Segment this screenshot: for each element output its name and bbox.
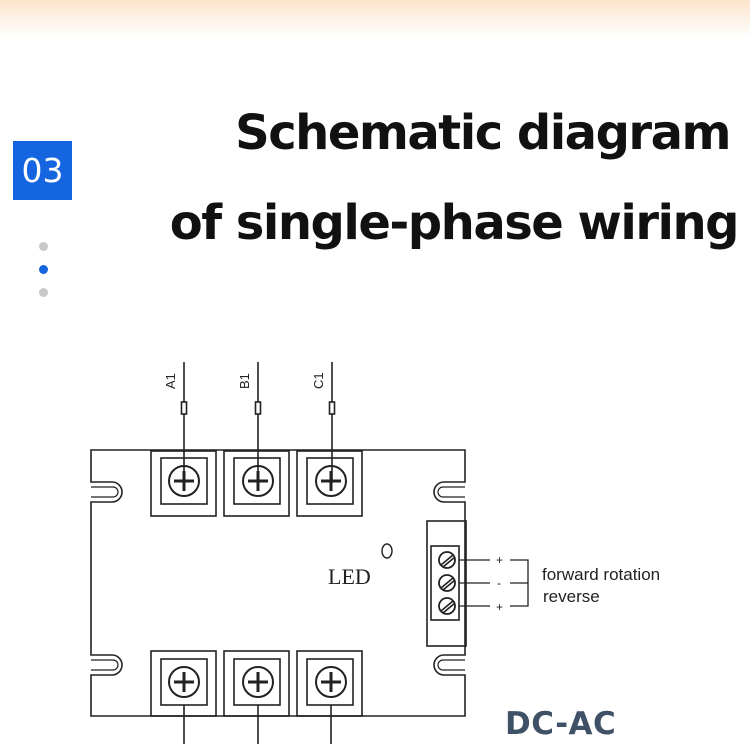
lead-ferrule-a1 — [180, 401, 188, 415]
control-screw-1 — [438, 551, 456, 569]
terminal-top-a1 — [150, 450, 217, 517]
terminal-bottom-b2 — [223, 650, 290, 744]
mount-slot-inner — [91, 486, 119, 498]
terminal-label-b1: B1 — [237, 373, 252, 389]
mount-slot-inner — [91, 659, 119, 671]
control-screw-2 — [438, 574, 456, 592]
control-pin-3-label: + — [496, 600, 503, 614]
relay-body — [90, 449, 466, 717]
dc-ac-type-label: DC-AC — [505, 706, 617, 742]
lead-ferrule-b1 — [254, 401, 262, 415]
terminal-top-c1 — [296, 450, 363, 517]
reverse-label: reverse — [543, 587, 600, 606]
control-pin-2-label: - — [497, 576, 501, 590]
led-label: LED — [328, 564, 371, 589]
section-number-badge: 03 — [13, 141, 72, 200]
lead-ferrule-c1 — [328, 401, 336, 415]
pager-dot[interactable] — [39, 288, 48, 297]
control-screw-3 — [438, 597, 456, 615]
title-line-2: of single-phase wiring — [169, 195, 740, 251]
pager-dot[interactable] — [39, 242, 48, 251]
mount-slot-inner — [437, 486, 465, 498]
control-bracket — [510, 559, 529, 607]
led-indicator — [381, 543, 393, 559]
title-line-1: Schematic diagram — [235, 105, 731, 161]
terminal-bottom-c2 — [296, 650, 363, 744]
terminal-bottom-a2 — [150, 650, 217, 744]
terminal-top-b1 — [223, 450, 290, 517]
terminal-label-a1: A1 — [163, 373, 178, 389]
control-pin-1-label: + — [496, 553, 503, 567]
pager-dot-active[interactable] — [39, 265, 48, 274]
top-banner-glow — [0, 0, 750, 38]
terminal-label-c1: C1 — [311, 372, 326, 389]
forward-rotation-label: forward rotation — [542, 565, 660, 584]
mount-slot-inner — [437, 659, 465, 671]
